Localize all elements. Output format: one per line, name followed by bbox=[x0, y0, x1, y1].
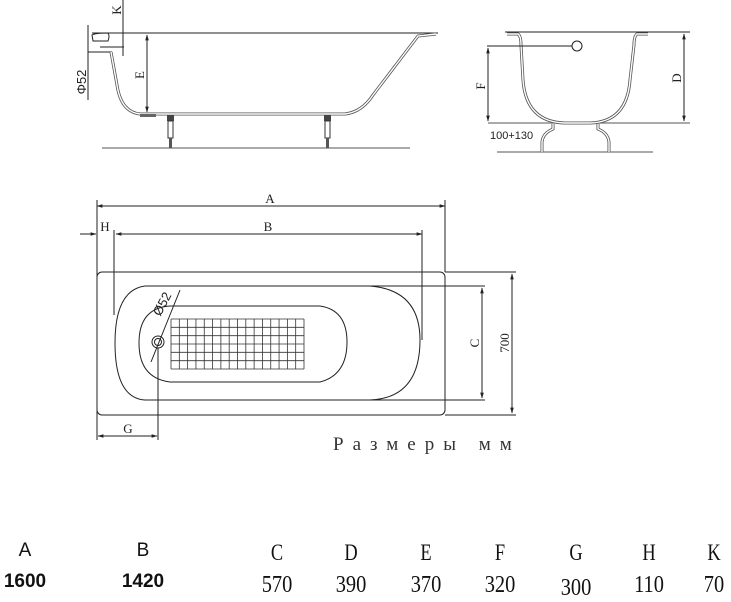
drain-hole bbox=[151, 335, 165, 349]
table-header-a: A bbox=[18, 540, 32, 561]
leg-height-label: 100+130 bbox=[490, 130, 533, 142]
dimensions-table: A 1600 B 1420 C 570 D 390 E 370 F 320 G … bbox=[0, 535, 731, 601]
table-value-b: 1420 bbox=[121, 571, 165, 592]
table-value-f: 320 bbox=[484, 572, 516, 598]
anti-slip-grid bbox=[170, 318, 305, 370]
table-header-c: C bbox=[270, 540, 284, 565]
table-header-d: D bbox=[344, 540, 358, 565]
dim-g-label: G bbox=[123, 421, 132, 436]
tub-outer-rim bbox=[96, 271, 446, 416]
tub-bottom-oval bbox=[138, 305, 348, 383]
dim-e-label: E bbox=[132, 71, 147, 79]
side-shell bbox=[109, 32, 437, 116]
dim-f-label: F bbox=[473, 82, 488, 89]
dim-k-label: K bbox=[109, 5, 124, 15]
table-header-h: H bbox=[642, 540, 656, 565]
dim-b-label: B bbox=[264, 219, 273, 234]
dim-d-label: D bbox=[669, 73, 684, 82]
dim-c-label: C bbox=[467, 339, 482, 348]
table-header-f: F bbox=[494, 540, 506, 565]
end-shell bbox=[507, 32, 648, 125]
table-header-e: E bbox=[420, 540, 432, 565]
table-value-d: 390 bbox=[335, 572, 367, 598]
table-value-a: 1600 bbox=[3, 571, 47, 592]
side-leg-right bbox=[324, 115, 331, 148]
table-value-h: 110 bbox=[634, 572, 664, 598]
table-header-g: G bbox=[569, 540, 583, 565]
table-value-g: 300 bbox=[560, 575, 592, 601]
end-overflow-hole bbox=[571, 40, 583, 52]
table-value-c: 570 bbox=[261, 572, 293, 598]
table-value-e: 370 bbox=[410, 572, 442, 598]
table-header-k: K bbox=[707, 540, 721, 565]
units-caption: Размеры мм bbox=[333, 434, 521, 455]
bathtub-drawing: E K Φ52 F D 100+130 A bbox=[74, 0, 690, 455]
dim-h-label: H bbox=[100, 219, 109, 234]
end-view: F D 100+130 bbox=[473, 31, 690, 153]
table-value-k: 70 bbox=[703, 572, 725, 598]
side-drain-diameter-label: Φ52 bbox=[74, 70, 89, 95]
dim-a-label: A bbox=[265, 191, 275, 206]
side-view: E K Φ52 bbox=[74, 0, 438, 149]
table-header-b: B bbox=[136, 540, 150, 561]
side-leg-left bbox=[167, 115, 174, 148]
top-view: A H B Ø52 G C 700 bbox=[80, 191, 516, 440]
side-drain-plate bbox=[140, 114, 156, 117]
drain-diameter-leader bbox=[150, 289, 181, 363]
dim-width-label: 700 bbox=[497, 333, 512, 353]
side-overflow-lip bbox=[91, 32, 110, 42]
